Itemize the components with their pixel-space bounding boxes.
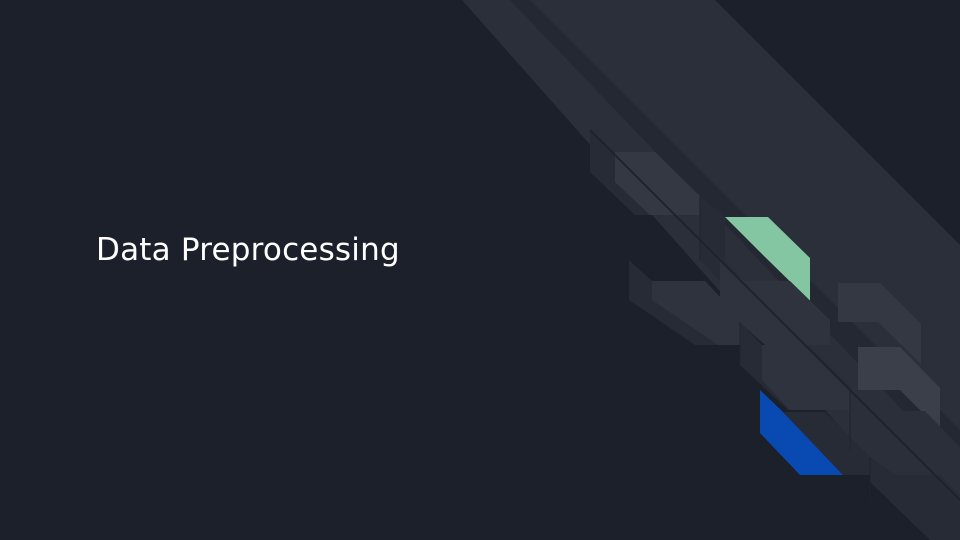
tile xyxy=(720,262,830,345)
tile xyxy=(838,283,921,364)
slide-title: Data Preprocessing xyxy=(96,232,400,268)
tile xyxy=(615,152,700,215)
accent-blue-tile xyxy=(760,390,843,475)
tile xyxy=(850,390,960,475)
accent-green-tile xyxy=(725,217,810,301)
tile xyxy=(762,345,850,410)
separator-line xyxy=(589,129,960,501)
tile xyxy=(700,196,745,281)
diagonal-stripe xyxy=(510,0,960,470)
tile xyxy=(652,281,740,345)
tile xyxy=(858,347,940,430)
tile xyxy=(783,412,870,475)
